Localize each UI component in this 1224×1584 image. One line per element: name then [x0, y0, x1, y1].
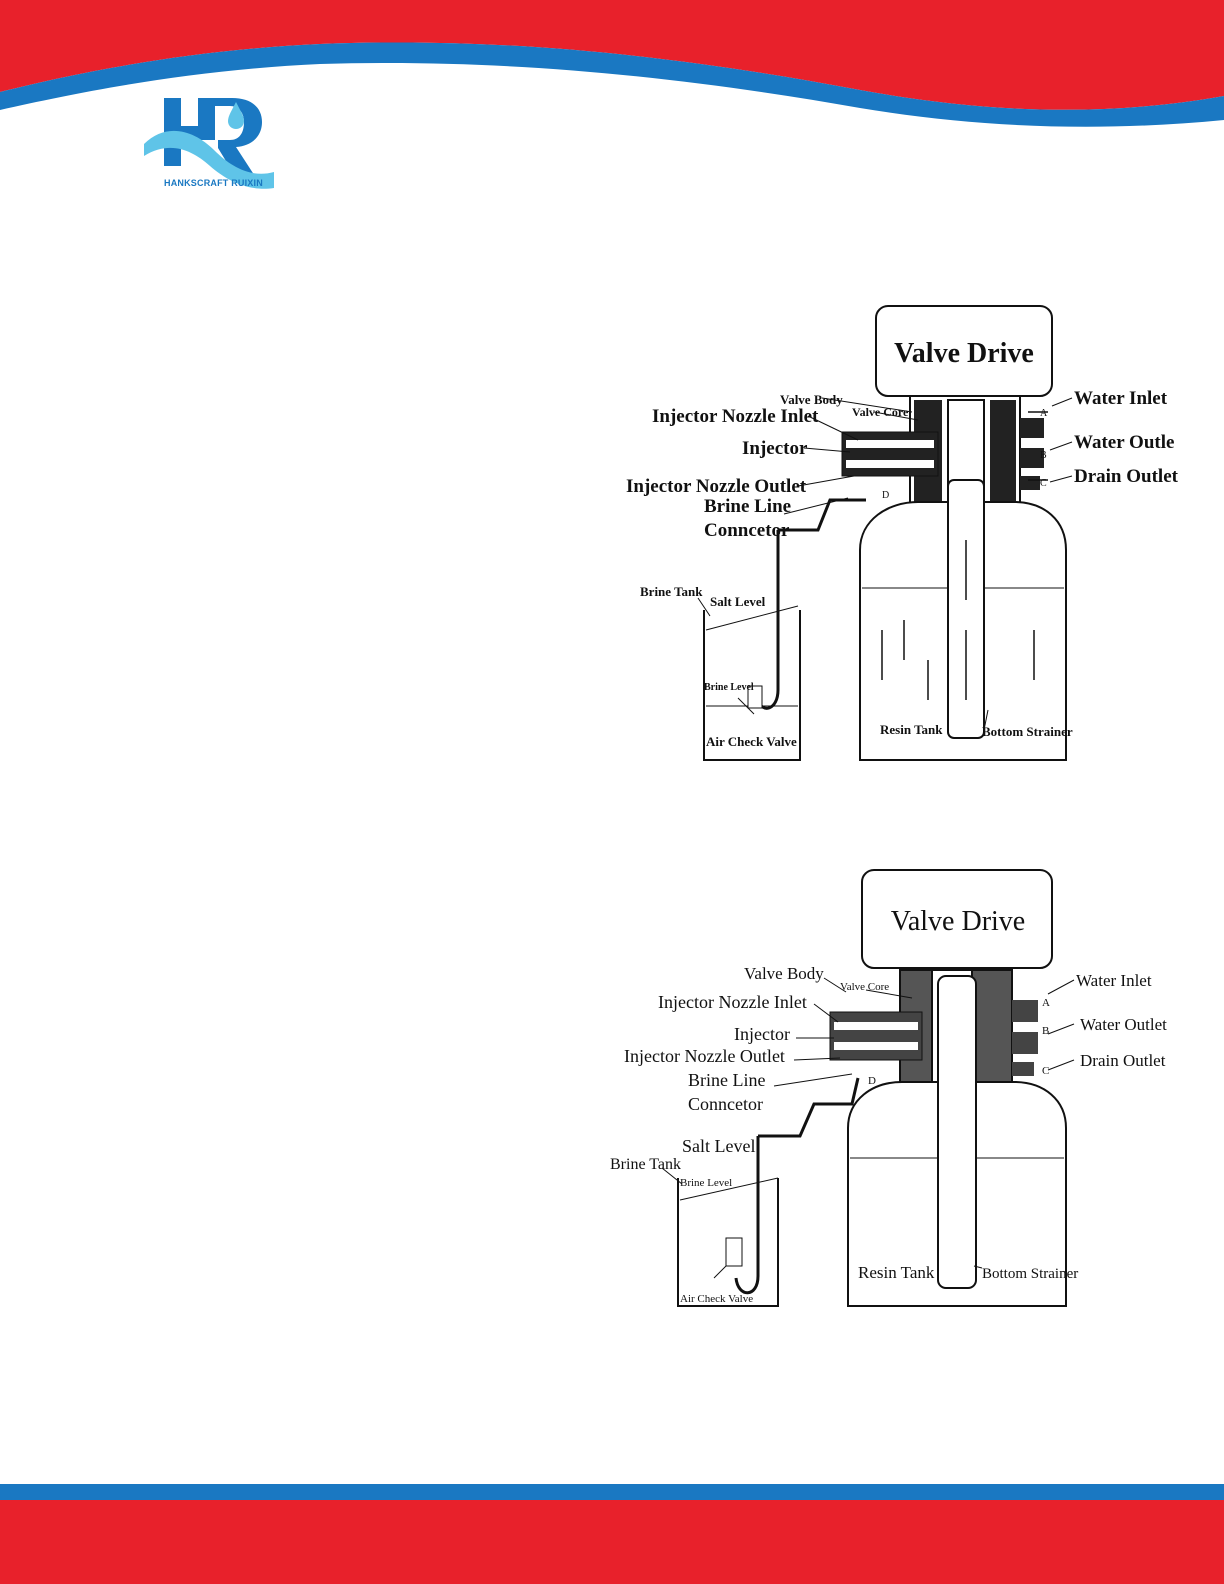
injector-nozzle-inlet-label: Injector Nozzle Inlet: [652, 406, 819, 427]
header-wave-banner: [0, 0, 1224, 127]
connector-label: Conncetor: [688, 1094, 763, 1114]
injector-nozzle-outlet-label: Injector Nozzle Outlet: [624, 1046, 785, 1066]
company-logo: [144, 98, 274, 189]
logo-wordmark: HANKSCRAFT RUIXIN: [164, 178, 263, 188]
water-softener-diagram-2: Valve Drive Valve Body Valve Core Inject…: [610, 869, 1167, 1307]
brine-line-label: Brine Line: [704, 496, 791, 517]
injector-nozzle-outlet-label: Injector Nozzle Outlet: [626, 476, 807, 497]
diagram-2-labels: Valve Body Valve Core Injector Nozzle In…: [610, 964, 1167, 1305]
brine-line-label: Brine Line: [688, 1070, 765, 1090]
brine-tank-label: Brine Tank: [640, 584, 703, 599]
resin-tank-label: Resin Tank: [880, 722, 943, 737]
port-a-label: A: [1042, 997, 1050, 1009]
salt-level-label: Salt Level: [682, 1136, 755, 1156]
port-b-label: B: [1042, 1025, 1049, 1037]
valve-drive-label: Valve Drive: [894, 338, 1034, 369]
port-a-label: A: [1040, 408, 1048, 419]
port-c-label: C: [1042, 1065, 1049, 1077]
leader-lines: [697, 397, 1073, 731]
diagram-1-labels: Valve Body Valve Core Injector Nozzle In…: [626, 388, 1178, 749]
connector-label: Conncetor: [704, 520, 790, 541]
valve-body-label: Valve Body: [744, 964, 824, 983]
port-d-label: D: [882, 490, 889, 501]
valve-core-label: Valve Core: [840, 981, 889, 993]
water-softener-diagram-1: Valve Drive: [626, 305, 1178, 761]
brine-tank: [703, 498, 866, 761]
flow-arrows: [881, 411, 1048, 700]
brine-tank: [677, 1077, 860, 1307]
injector-nozzle-inlet-label: Injector Nozzle Inlet: [658, 992, 807, 1012]
brine-level-label: Brine Level: [680, 1177, 732, 1189]
port-c-label: C: [1040, 478, 1047, 489]
valve-core-label: Valve Core: [852, 405, 909, 419]
footer-band: [0, 1484, 1224, 1584]
drain-outlet-label: Drain Outlet: [1074, 466, 1178, 487]
bottom-strainer-label: Bottom Strainer: [982, 724, 1073, 739]
injector-label: Injector: [734, 1024, 790, 1044]
brine-level-label: Brine Level: [704, 682, 754, 693]
resin-tank: [859, 479, 1067, 761]
valve-drive-box: Valve Drive: [861, 869, 1053, 969]
footer-red-band: [0, 1500, 1224, 1584]
valve-drive-box: Valve Drive: [875, 305, 1053, 397]
footer-blue-stripe: [0, 1484, 1224, 1500]
water-inlet-label: Water Inlet: [1074, 388, 1168, 409]
valve-body-label: Valve Body: [780, 392, 843, 407]
header-blue-stripe: [0, 42, 1224, 127]
header-red-band: [0, 0, 1224, 110]
resin-tank: [847, 975, 1067, 1307]
air-check-valve-label: Air Check Valve: [706, 734, 797, 749]
water-outlet-label: Water Outlet: [1080, 1015, 1167, 1034]
valve-drive-label: Valve Drive: [891, 906, 1026, 937]
brine-tank-label: Brine Tank: [610, 1156, 681, 1173]
water-inlet-label: Water Inlet: [1076, 971, 1152, 990]
leader-lines: [661, 977, 1075, 1279]
salt-level-label: Salt Level: [710, 594, 766, 609]
water-outlet-label: Water Outle: [1074, 432, 1174, 453]
port-d-label: D: [868, 1075, 876, 1087]
port-b-label: B: [1040, 450, 1047, 461]
air-check-valve-label: Air Check Valve: [680, 1293, 753, 1305]
injector-label: Injector: [742, 438, 808, 459]
drain-outlet-label: Drain Outlet: [1080, 1051, 1166, 1070]
bottom-strainer-label: Bottom Strainer: [982, 1266, 1078, 1282]
resin-tank-label: Resin Tank: [858, 1263, 935, 1282]
